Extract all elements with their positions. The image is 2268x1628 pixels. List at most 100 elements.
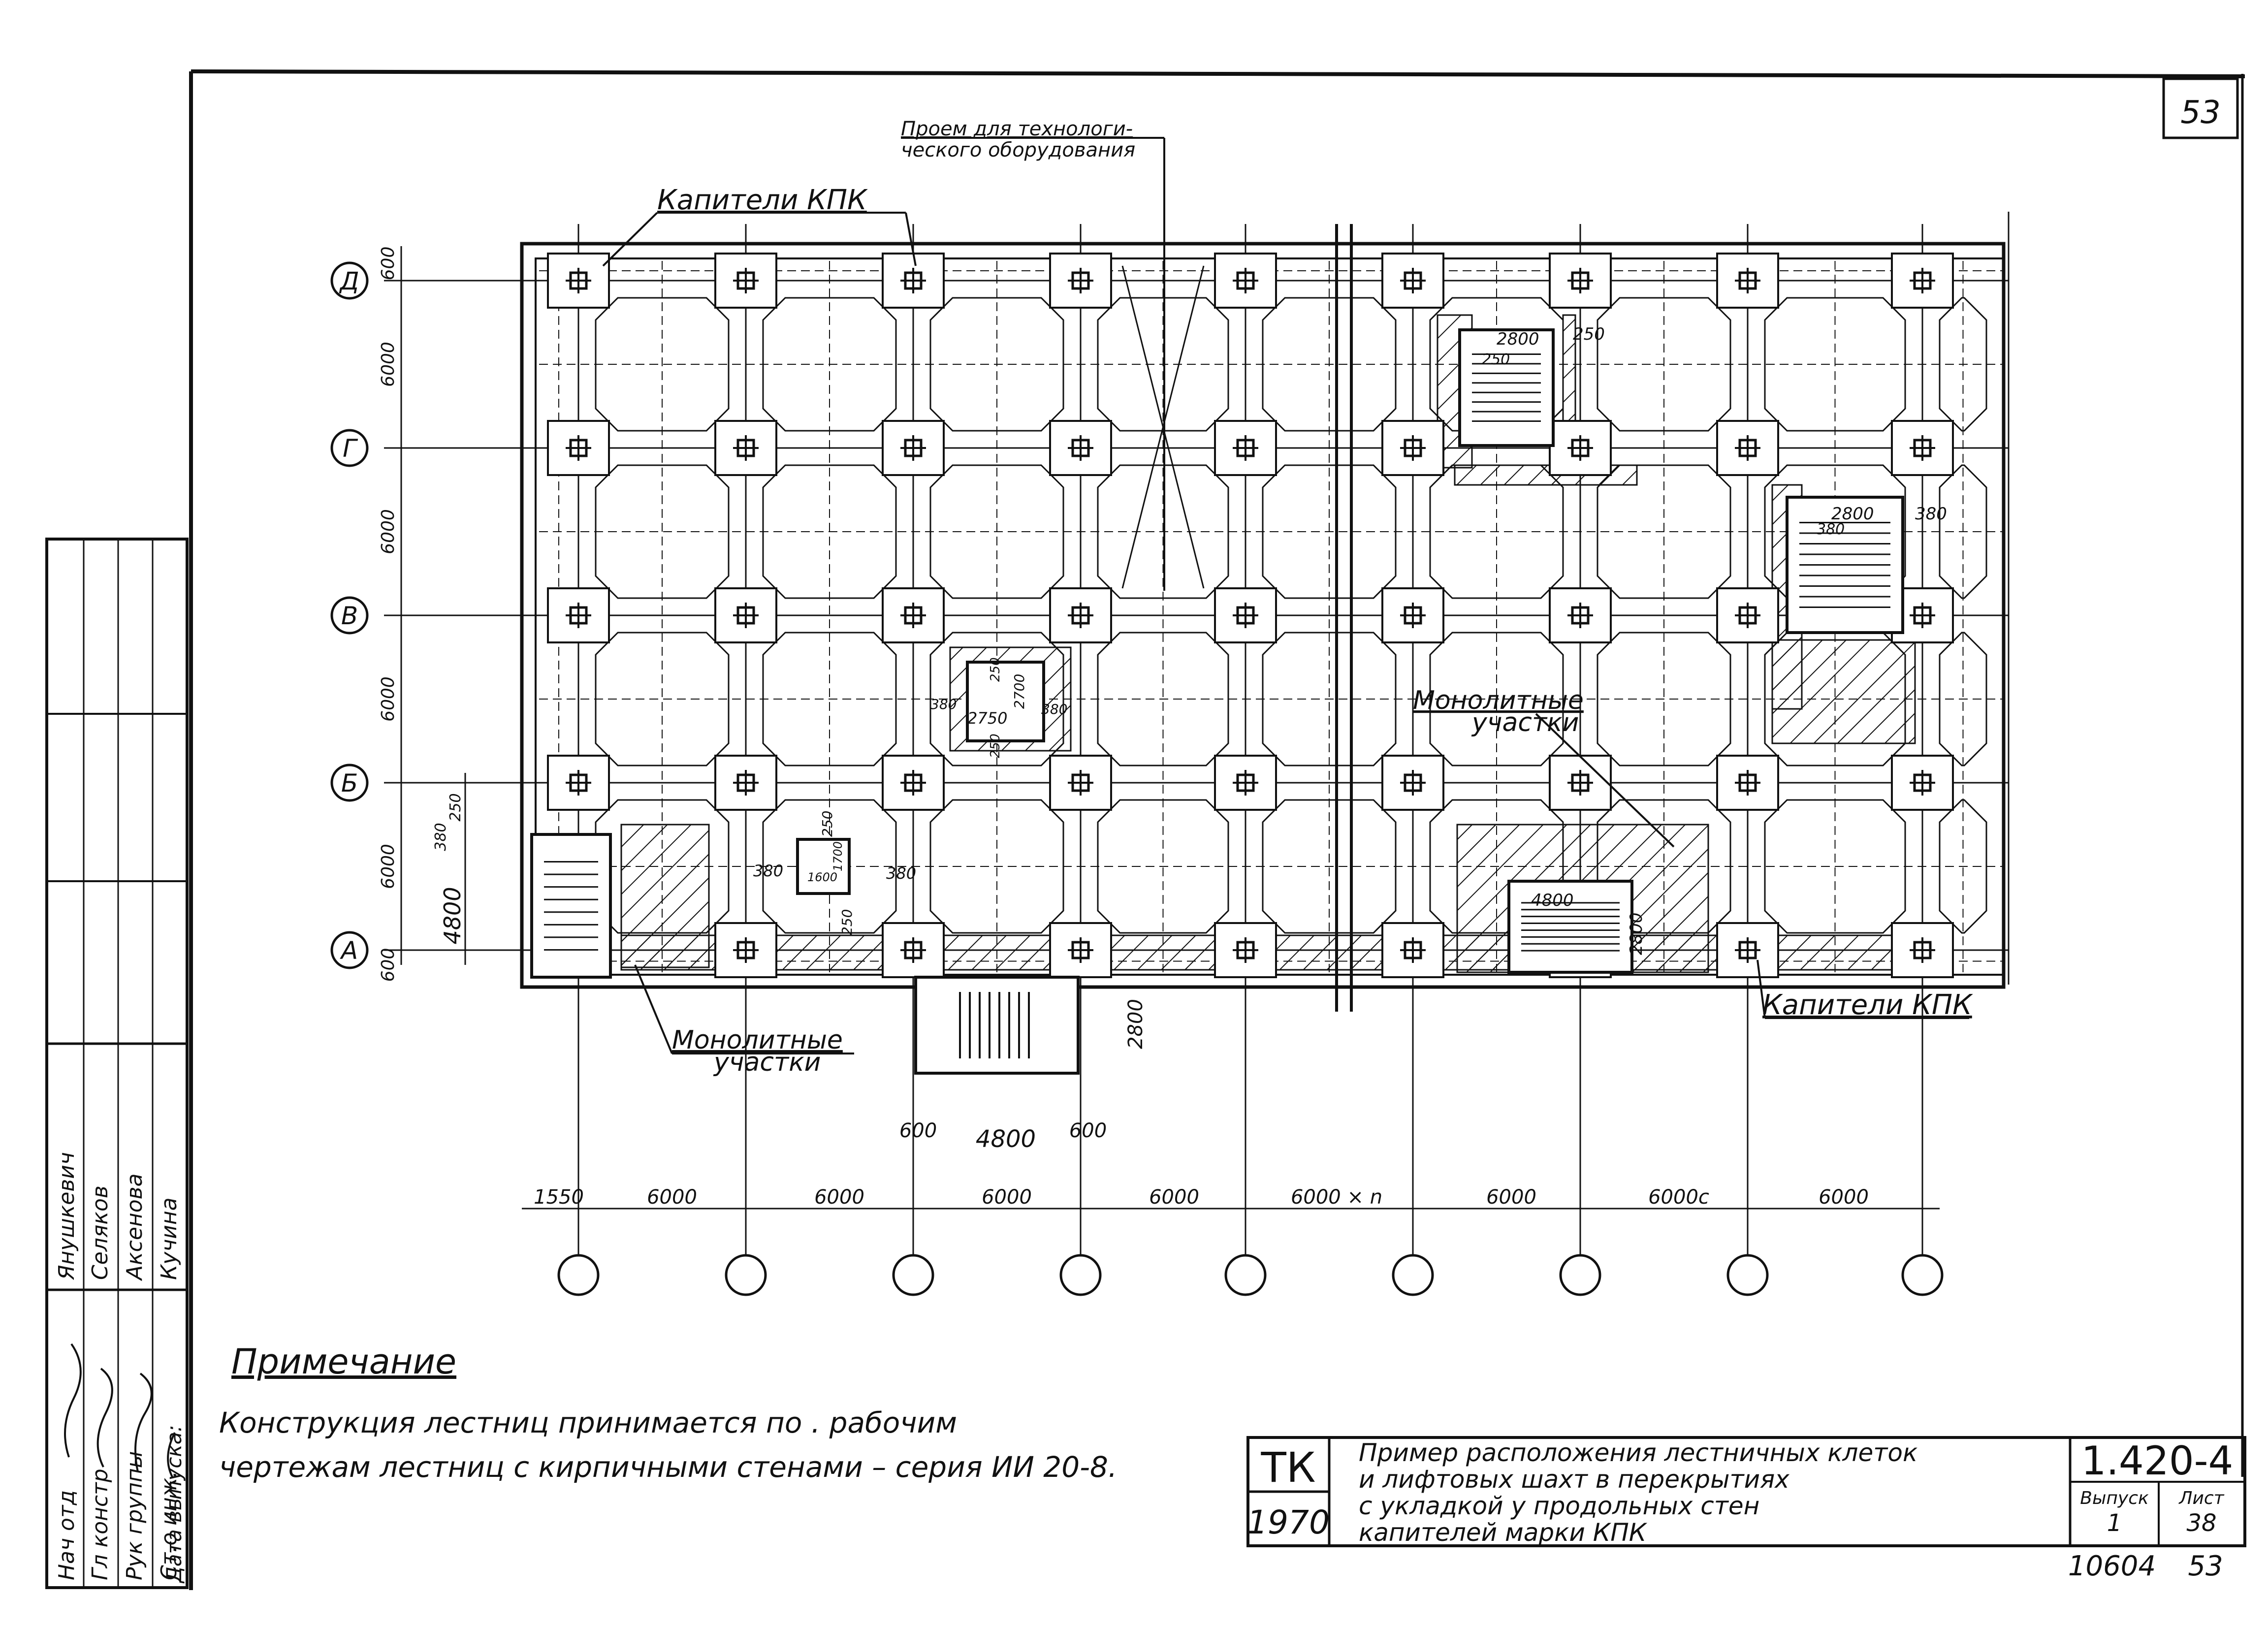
note-line: Конструкция лестниц принимается по . раб… (219, 1406, 957, 1439)
row-axis-label: Д (339, 267, 359, 295)
row-axis-label: Б (341, 769, 358, 798)
column-dimension: 6000 (814, 1186, 864, 1209)
column-dimension: 6000c (1648, 1186, 1709, 1209)
column-axis-bubble (1392, 1254, 1434, 1296)
slab-panel (929, 799, 1064, 934)
title-year: 1970 (1247, 1503, 1330, 1541)
slab-panel (595, 464, 730, 599)
stamp-name: Янушкевич (54, 1152, 79, 1280)
monolithic-label: Монолитные (672, 1025, 843, 1055)
capital (1549, 253, 1612, 309)
monolithic-label: участки (713, 1048, 821, 1077)
slab-panel (1429, 632, 1564, 766)
column-axis-bubble (1559, 1254, 1601, 1296)
capitals-label: Капители КПК (657, 184, 868, 216)
floor-plan: ДГВБА60060006000600060006004800380250155… (330, 212, 2010, 1296)
dim-text: 250 (1573, 324, 1605, 344)
dim-text: 380 (1915, 504, 1947, 524)
slab-panel (1262, 799, 1397, 934)
lift-opening (966, 661, 1045, 742)
dim-text: 600 (1069, 1119, 1107, 1142)
note-line: чертежам лестниц с кирпичными стенами – … (219, 1450, 1117, 1484)
stair-opening (1507, 880, 1633, 974)
dim-text: 380 (753, 862, 783, 880)
stamp-name: Аксенова (122, 1173, 147, 1281)
dim-text: 380 (1041, 701, 1067, 717)
stamp-role: Ст.о инж. (157, 1471, 182, 1580)
row-axis-label: Г (343, 434, 358, 463)
dim-text: 4800 (976, 1125, 1036, 1153)
issue-label: Выпуск (2080, 1488, 2149, 1508)
equipment-opening-label: ческого оборудования (901, 139, 1135, 161)
title-line: с укладкой у продольных стен (1359, 1492, 1759, 1520)
dim-text: 4800 (1531, 891, 1574, 910)
monolithic-area (1771, 639, 1916, 744)
slab-panel (1597, 297, 1731, 432)
slab-panel (762, 799, 897, 934)
column-dimension: 1550 (534, 1186, 584, 1209)
capital (1381, 253, 1444, 309)
slab-panel (1262, 632, 1397, 766)
equipment-opening-label: Проем для технологи- (901, 118, 1133, 140)
slab-panel (1939, 464, 1987, 599)
slab-panel (1939, 632, 1987, 766)
row-axis-bubble (330, 261, 369, 300)
row-axis-label: В (341, 602, 358, 630)
column-dimension: 6000 (982, 1186, 1032, 1209)
dim-text: 2750 (967, 709, 1007, 728)
capital (1214, 253, 1277, 309)
slab-panel (1597, 799, 1731, 934)
title-line: капителей марки КПК (1359, 1518, 1648, 1547)
dim-text: 250 (819, 811, 835, 837)
column-axis-bubble (1726, 1254, 1769, 1296)
slab-panel (1939, 799, 1987, 934)
series-number: 1.420-4 (2081, 1438, 2234, 1484)
dim-text: 380 (1817, 521, 1845, 538)
capital (714, 755, 777, 811)
dim-text: 250 (839, 909, 855, 935)
column-axis-bubble (725, 1254, 767, 1296)
note-title: Примечание (231, 1341, 456, 1382)
slab-panel (595, 297, 730, 432)
release-date-label-visible: Дата выпуска: (162, 1425, 186, 1584)
slab-panel (1597, 632, 1731, 766)
slab-panel (762, 297, 897, 432)
column-dimension: 6000 (1486, 1186, 1536, 1209)
row-dimension: 6000 (378, 509, 398, 554)
dim-text: 380 (930, 696, 957, 712)
dim-text: 1700 (831, 841, 845, 871)
monolithic-label: Монолитные (1413, 686, 1584, 715)
slab-panel (1764, 297, 1906, 432)
slab-panel (1597, 464, 1731, 599)
lift-opening (796, 838, 851, 895)
slab-panel (1764, 799, 1906, 934)
opening-cross (1121, 265, 1205, 589)
column-axis-bubble (892, 1254, 934, 1296)
slab-panel (1939, 297, 1987, 432)
sheet-label: Лист (2178, 1488, 2224, 1508)
dim-text: 600 (899, 1119, 937, 1142)
row-dimension: 600 (378, 948, 398, 982)
approval-stamp (45, 538, 189, 1589)
capital (1549, 755, 1612, 811)
archive-page: 53 (2188, 1550, 2223, 1582)
column-axis-bubble (1224, 1254, 1267, 1296)
stamp-role: Нач отд (54, 1490, 79, 1580)
row-dimension: 250 (447, 793, 464, 821)
note: Примечание Конструкция лестниц принимает… (219, 1341, 1117, 1484)
dim-text: 2800 (1831, 504, 1874, 524)
slab-panel (929, 464, 1064, 599)
slab-panel (595, 632, 730, 766)
archive-number: 10604 (2068, 1550, 2156, 1582)
slab-panel (762, 464, 897, 599)
slab-panel (1097, 632, 1229, 766)
title-org: ТК (1261, 1443, 1316, 1492)
leader-lines (602, 137, 1969, 1054)
title-line: и лифтовых шахт в перекрытиях (1359, 1465, 1789, 1494)
dim-text: 250 (1482, 351, 1510, 368)
stamp-role: Гл констр (88, 1468, 113, 1580)
page-number: 53 (2180, 95, 2220, 131)
dim-text: 2800 (1497, 329, 1539, 349)
dim-text: 250 (988, 657, 1003, 682)
